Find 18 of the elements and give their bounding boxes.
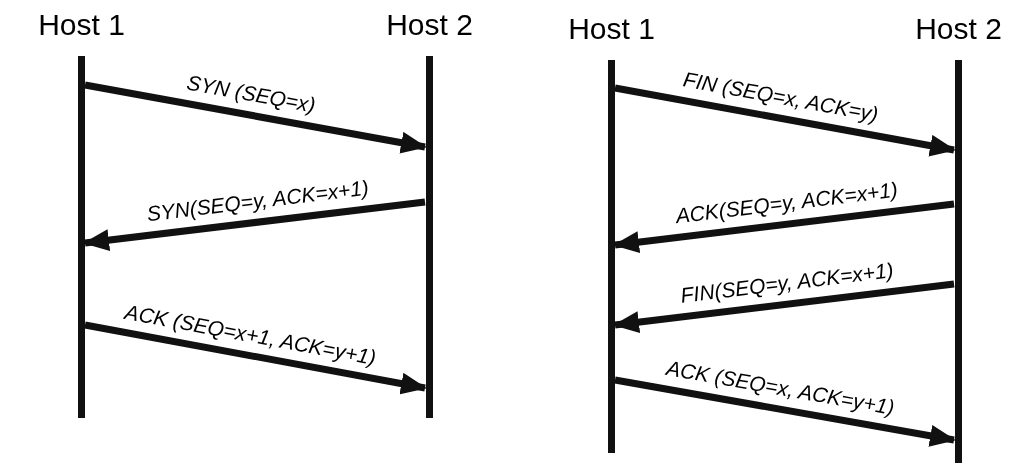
arrow (83, 198, 426, 252)
edge-label: ACK(SEQ=y, ACK=x+1) (674, 177, 900, 228)
arrow (614, 84, 956, 157)
arrow (84, 321, 427, 395)
edge-label: SYN (SEQ=x) (184, 70, 318, 118)
host-label: Host 2 (385, 8, 474, 42)
host-label: Host 1 (567, 12, 656, 46)
arrow (614, 376, 956, 447)
host-label: Host 2 (914, 12, 1003, 46)
host-label: Host 1 (37, 8, 126, 42)
arrow (613, 280, 955, 334)
edge-label: FIN (SEQ=x, ACK=y) (681, 67, 880, 127)
edge-label: ACK (SEQ=x, ACK=y+1) (664, 356, 897, 421)
arrow (613, 200, 955, 254)
edge-label: SYN(SEQ=y, ACK=x+1) (145, 175, 370, 226)
edge-label: FIN(SEQ=y, ACK=x+1) (679, 257, 895, 308)
edge-label: ACK (SEQ=x+1, ACK=y+1) (123, 299, 379, 370)
arrow (84, 81, 427, 154)
